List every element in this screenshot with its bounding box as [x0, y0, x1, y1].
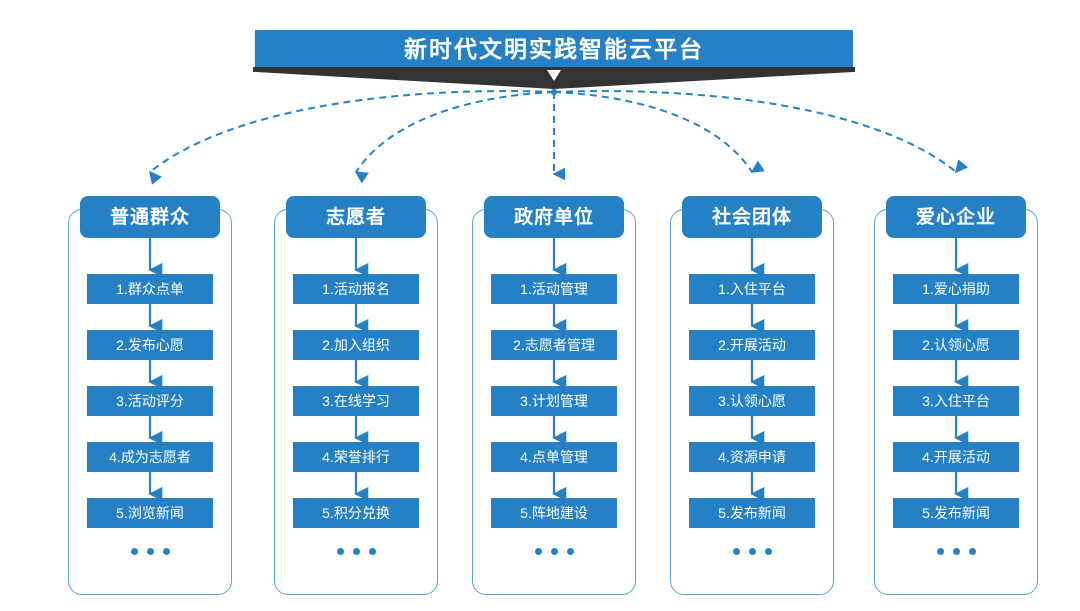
step-item[interactable]: 1.群众点单 [87, 274, 213, 304]
step-item-label: 3.计划管理 [520, 393, 588, 409]
step-item[interactable]: 1.活动报名 [293, 274, 419, 304]
ellipsis-dot [130, 548, 138, 555]
role-header-label: 志愿者 [325, 206, 386, 228]
role-column-social-group: 社会团体 1.入住平台 2.开展活动 3.认领心愿 4.资源申请 5.发布新闻 [670, 196, 834, 596]
step-item[interactable]: 2.加入组织 [293, 330, 419, 360]
step-item-label: 3.在线学习 [322, 393, 390, 409]
more-items-ellipsis [472, 548, 636, 555]
step-item-label: 5.发布新闻 [718, 505, 786, 521]
more-items-ellipsis [670, 548, 834, 555]
connector-to-general-public [149, 90, 555, 185]
step-item-label: 1.入住平台 [718, 281, 786, 297]
step-item[interactable]: 4.开展活动 [893, 442, 1019, 472]
step-item-label: 4.成为志愿者 [109, 449, 191, 465]
ellipsis-dot [732, 548, 740, 555]
step-item[interactable]: 5.积分兑换 [293, 498, 419, 528]
ellipsis-dot [748, 548, 756, 555]
step-item[interactable]: 4.成为志愿者 [87, 442, 213, 472]
connector-to-social-group [553, 91, 765, 173]
step-item-label: 3.入住平台 [922, 393, 990, 409]
step-item-label: 1.活动报名 [322, 281, 390, 297]
step-item-label: 5.发布新闻 [922, 505, 990, 521]
step-item[interactable]: 2.开展活动 [689, 330, 815, 360]
step-item[interactable]: 3.认领心愿 [689, 386, 815, 416]
more-items-ellipsis [68, 548, 232, 555]
step-item-label: 2.开展活动 [718, 337, 786, 353]
role-header-general-public[interactable]: 普通群众 [80, 196, 220, 238]
ellipsis-dot [534, 548, 542, 555]
ellipsis-dot [968, 548, 976, 555]
step-item-label: 2.加入组织 [322, 337, 390, 353]
role-header-label: 爱心企业 [915, 206, 996, 228]
role-column-government-unit: 政府单位 1.活动管理 2.志愿者管理 3.计划管理 4.点单管理 5.阵地建设 [472, 196, 636, 596]
step-item-label: 4.资源申请 [718, 449, 786, 465]
role-header-label: 社会团体 [711, 206, 792, 228]
step-item[interactable]: 2.发布心愿 [87, 330, 213, 360]
connector-hub [550, 88, 558, 96]
step-item[interactable]: 5.发布新闻 [689, 498, 815, 528]
step-item[interactable]: 5.阵地建设 [491, 498, 617, 528]
step-item-label: 5.积分兑换 [322, 505, 390, 521]
platform-title-banner: 新时代文明实践智能云平台 [255, 30, 853, 68]
step-item[interactable]: 5.浏览新闻 [87, 498, 213, 528]
step-item-label: 5.阵地建设 [520, 505, 588, 521]
ellipsis-dot [566, 548, 574, 555]
step-item-label: 1.活动管理 [520, 281, 588, 297]
step-item-label: 3.活动评分 [116, 393, 184, 409]
step-item[interactable]: 4.点单管理 [491, 442, 617, 472]
role-columns: 普通群众 1.群众点单 2.发布心愿 3.活动评分 4.成为志愿者 5.浏览新闻 志愿者 1.… [0, 196, 1080, 606]
connector-to-volunteer [354, 91, 555, 184]
chevron-down-icon [547, 70, 561, 81]
role-header-government-unit[interactable]: 政府单位 [484, 196, 624, 238]
role-header-label: 普通群众 [109, 206, 190, 228]
ellipsis-dot [146, 548, 154, 555]
step-item[interactable]: 2.认领心愿 [893, 330, 1019, 360]
ellipsis-dot [952, 548, 960, 555]
step-item[interactable]: 1.活动管理 [491, 274, 617, 304]
ellipsis-dot [162, 548, 170, 555]
step-item[interactable]: 4.资源申请 [689, 442, 815, 472]
role-header-volunteer[interactable]: 志愿者 [286, 196, 426, 238]
ellipsis-dot [336, 548, 344, 555]
more-items-ellipsis [874, 548, 1038, 555]
step-item-label: 3.认领心愿 [718, 393, 786, 409]
step-item-label: 1.群众点单 [116, 281, 184, 297]
ellipsis-dot [764, 548, 772, 555]
role-header-charity-enterprise[interactable]: 爱心企业 [886, 196, 1026, 238]
step-item-label: 2.志愿者管理 [513, 337, 595, 353]
step-item-label: 2.发布心愿 [116, 337, 184, 353]
role-column-general-public: 普通群众 1.群众点单 2.发布心愿 3.活动评分 4.成为志愿者 5.浏览新闻 [68, 196, 232, 596]
step-item-label: 4.开展活动 [922, 449, 990, 465]
step-item-label: 5.浏览新闻 [116, 505, 184, 521]
step-item[interactable]: 5.发布新闻 [893, 498, 1019, 528]
step-item[interactable]: 2.志愿者管理 [491, 330, 617, 360]
role-header-social-group[interactable]: 社会团体 [682, 196, 822, 238]
step-item-label: 4.点单管理 [520, 449, 588, 465]
connector-to-charity-enterprise [553, 90, 969, 174]
page-title: 新时代文明实践智能云平台 [404, 35, 704, 62]
ellipsis-dot [368, 548, 376, 555]
step-item[interactable]: 3.计划管理 [491, 386, 617, 416]
step-item[interactable]: 1.入住平台 [689, 274, 815, 304]
step-item[interactable]: 3.活动评分 [87, 386, 213, 416]
step-item[interactable]: 3.在线学习 [293, 386, 419, 416]
step-item[interactable]: 4.荣誉排行 [293, 442, 419, 472]
step-item-label: 1.爱心捐助 [922, 281, 990, 297]
step-item-label: 2.认领心愿 [922, 337, 990, 353]
ellipsis-dot [936, 548, 944, 555]
step-item[interactable]: 1.爱心捐助 [893, 274, 1019, 304]
ellipsis-dot [352, 548, 360, 555]
more-items-ellipsis [274, 548, 438, 555]
ellipsis-dot [550, 548, 558, 555]
step-item[interactable]: 3.入住平台 [893, 386, 1019, 416]
platform-title-bar: 新时代文明实践智能云平台 [255, 30, 853, 68]
role-column-volunteer: 志愿者 1.活动报名 2.加入组织 3.在线学习 4.荣誉排行 5.积分兑换 [274, 196, 438, 596]
role-header-label: 政府单位 [513, 206, 594, 228]
step-item-label: 4.荣誉排行 [322, 449, 390, 465]
role-column-charity-enterprise: 爱心企业 1.爱心捐助 2.认领心愿 3.入住平台 4.开展活动 5.发布新闻 [874, 196, 1038, 596]
